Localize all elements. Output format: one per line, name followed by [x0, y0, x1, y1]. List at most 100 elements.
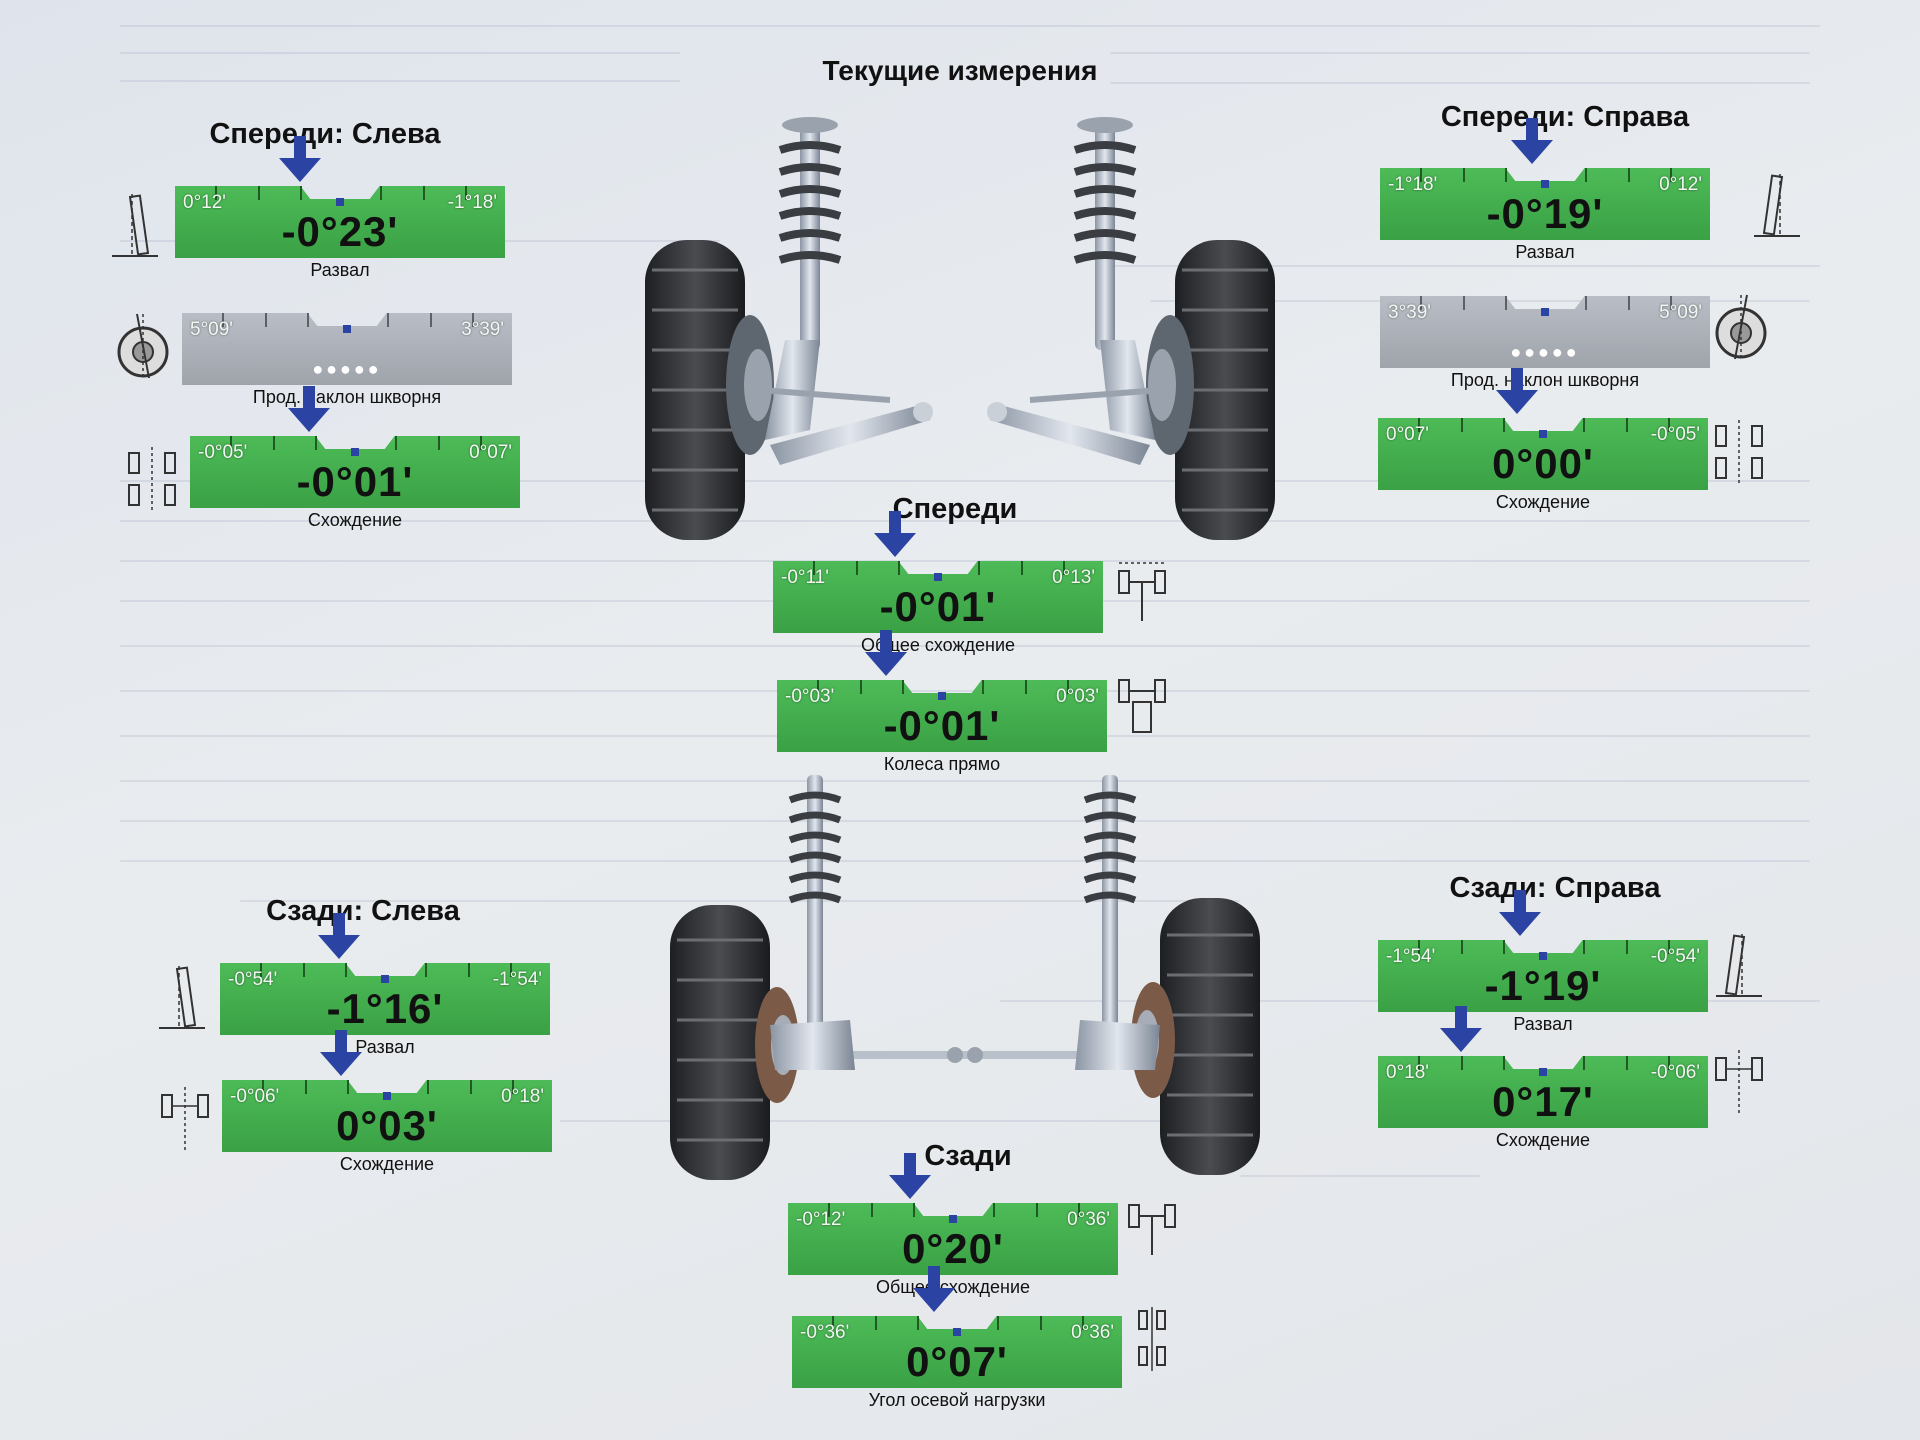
- gauge-max: 0°12': [1659, 174, 1702, 195]
- gauge-tick: [429, 313, 432, 327]
- gauge-rear-total-toe: -0°12' 0°36' 0°20' Общее схождение: [788, 1153, 1118, 1305]
- gauge-tick: [272, 436, 275, 450]
- gauge-caption: Общее схождение: [860, 635, 1016, 655]
- gauge-value: -0°01': [879, 583, 997, 630]
- gauge-rear-right-toe: 0°18' -0°06' 0°17' Схождение: [1378, 1006, 1708, 1158]
- gauge-tick: [1505, 296, 1508, 310]
- gauge-value: -1°16': [326, 985, 444, 1032]
- gauge-front-left-caster: 5°09' 3°39' ●●●●● Прод. наклон шкворня: [182, 285, 512, 415]
- gauge-tick: [229, 436, 232, 450]
- gauge-max: -0°06': [1650, 1062, 1700, 1083]
- gauge-min: -1°18': [1388, 174, 1438, 195]
- gauge-tick: [259, 963, 262, 977]
- gauge-value: 0°07': [906, 1338, 1008, 1385]
- gauge-tick: [1460, 418, 1463, 432]
- gauge-tick: [855, 561, 858, 575]
- gauge-tick: [1584, 168, 1587, 182]
- group-title-rear: Сзади: [924, 1140, 1012, 1172]
- gauge-tick: [1020, 561, 1023, 575]
- gauge-caption: Развал: [1515, 242, 1575, 262]
- group-title-front-right: Спереди: Справа: [1440, 101, 1690, 133]
- gauge-tick: [1067, 680, 1070, 694]
- gauge-caption: Развал: [355, 1037, 415, 1057]
- gauge-tick: [472, 313, 475, 327]
- gauge-caption: Развал: [1513, 1014, 1573, 1034]
- gauge-max: 3°39': [461, 319, 504, 340]
- gauge-tick: [345, 963, 348, 977]
- gauge-tick: [1503, 1056, 1506, 1070]
- gauge-tick: [1417, 418, 1420, 432]
- gauge-max: 0°13': [1052, 567, 1095, 588]
- gauge-tick: [1462, 168, 1465, 182]
- gauge-tick: [1582, 940, 1585, 954]
- gauge-tick: [1584, 296, 1587, 310]
- gauge-tick: [1582, 1056, 1585, 1070]
- gauge-dots: ●●●●●: [1510, 342, 1580, 362]
- gauge-value: -1°19': [1484, 962, 1602, 1009]
- gauge-tick: [304, 1080, 307, 1094]
- gauge-max: -1°54': [492, 969, 542, 990]
- gauge-rear-thrust-angle: -0°36' 0°36' 0°07' Угол осевой нагрузки: [792, 1266, 1122, 1418]
- gauge-tick: [1078, 1203, 1081, 1217]
- gauge-tick: [1668, 940, 1671, 954]
- toe-icon: [1715, 1050, 1763, 1116]
- gauge-min: 0°07': [1386, 424, 1429, 445]
- gauge-tick: [870, 1203, 873, 1217]
- gauge-tick: [302, 963, 305, 977]
- gauge-front-right-camber: -1°18' 0°12' -0°19' Развал: [1380, 118, 1710, 270]
- rear-suspension-illustration: [670, 775, 1260, 1180]
- gauge-tick: [257, 186, 260, 200]
- toe-icon: [128, 447, 176, 513]
- gauge-value: 0°17': [1492, 1078, 1594, 1125]
- gauge-tick: [315, 436, 318, 450]
- gauge-tick: [1582, 418, 1585, 432]
- gauge-front-left-toe: -0°05' 0°07' -0°01' Схождение: [190, 386, 520, 538]
- gauge-tick: [1419, 296, 1422, 310]
- caster-icon: [1715, 294, 1767, 360]
- gauge-tick: [874, 1316, 877, 1330]
- gauge-tick: [1503, 940, 1506, 954]
- gauge-value: -0°19': [1486, 190, 1604, 237]
- gauge-max: 0°18': [501, 1086, 544, 1107]
- gauge-min: 0°12': [183, 192, 226, 213]
- gauge-max: -0°05': [1650, 424, 1700, 445]
- gauge-min: -0°06': [230, 1086, 280, 1107]
- gauge-tick: [996, 1316, 999, 1330]
- gauge-tick: [812, 561, 815, 575]
- gauge-tick: [898, 561, 901, 575]
- gauge-caption: Прод. наклон шкворня: [252, 387, 442, 407]
- camber-icon: [159, 966, 205, 1029]
- gauge-tick: [465, 186, 468, 200]
- gauge-tick: [467, 963, 470, 977]
- toe-icon: [161, 1087, 209, 1153]
- gauge-tick: [1024, 680, 1027, 694]
- gauge-front-right-caster: 3°39' 5°09' ●●●●● Прод. наклон шкворня: [1380, 268, 1710, 398]
- gauge-tick: [221, 313, 224, 327]
- gauge-tick: [1668, 418, 1671, 432]
- camber-icon: [1754, 174, 1800, 237]
- gauge-tick: [1035, 1203, 1038, 1217]
- gauge-tick: [1627, 296, 1630, 310]
- gauge-tick: [437, 436, 440, 450]
- gauge-caption: Схождение: [339, 1154, 435, 1174]
- gauge-tick: [1460, 940, 1463, 954]
- total-toe-icon: [1118, 562, 1166, 621]
- group-title-front-left: Спереди: Слева: [209, 118, 441, 150]
- gauge-tick: [1625, 418, 1628, 432]
- gauge-max: 0°07': [469, 442, 512, 463]
- gauge-tick: [1063, 561, 1066, 575]
- gauge-max: 0°36': [1067, 1209, 1110, 1230]
- page-title: Текущие измерения: [822, 55, 1098, 86]
- gauge-tick: [917, 1316, 920, 1330]
- gauge-tick: [1627, 168, 1630, 182]
- gauge-value: 0°00': [1492, 440, 1594, 487]
- gauge-tick: [1460, 1056, 1463, 1070]
- gauge-rear-left-camber: -0°54' -1°54' -1°16' Развал: [220, 913, 550, 1065]
- gauge-caption: Развал: [310, 260, 370, 280]
- gauge-rear-left-toe: -0°06' 0°18' 0°03' Схождение: [222, 1030, 552, 1182]
- gauge-min: -0°12': [796, 1209, 846, 1230]
- gauge-tick: [1039, 1316, 1042, 1330]
- gauge-tick: [1419, 168, 1422, 182]
- gauge-tick: [1462, 296, 1465, 310]
- gauge-tick: [347, 1080, 350, 1094]
